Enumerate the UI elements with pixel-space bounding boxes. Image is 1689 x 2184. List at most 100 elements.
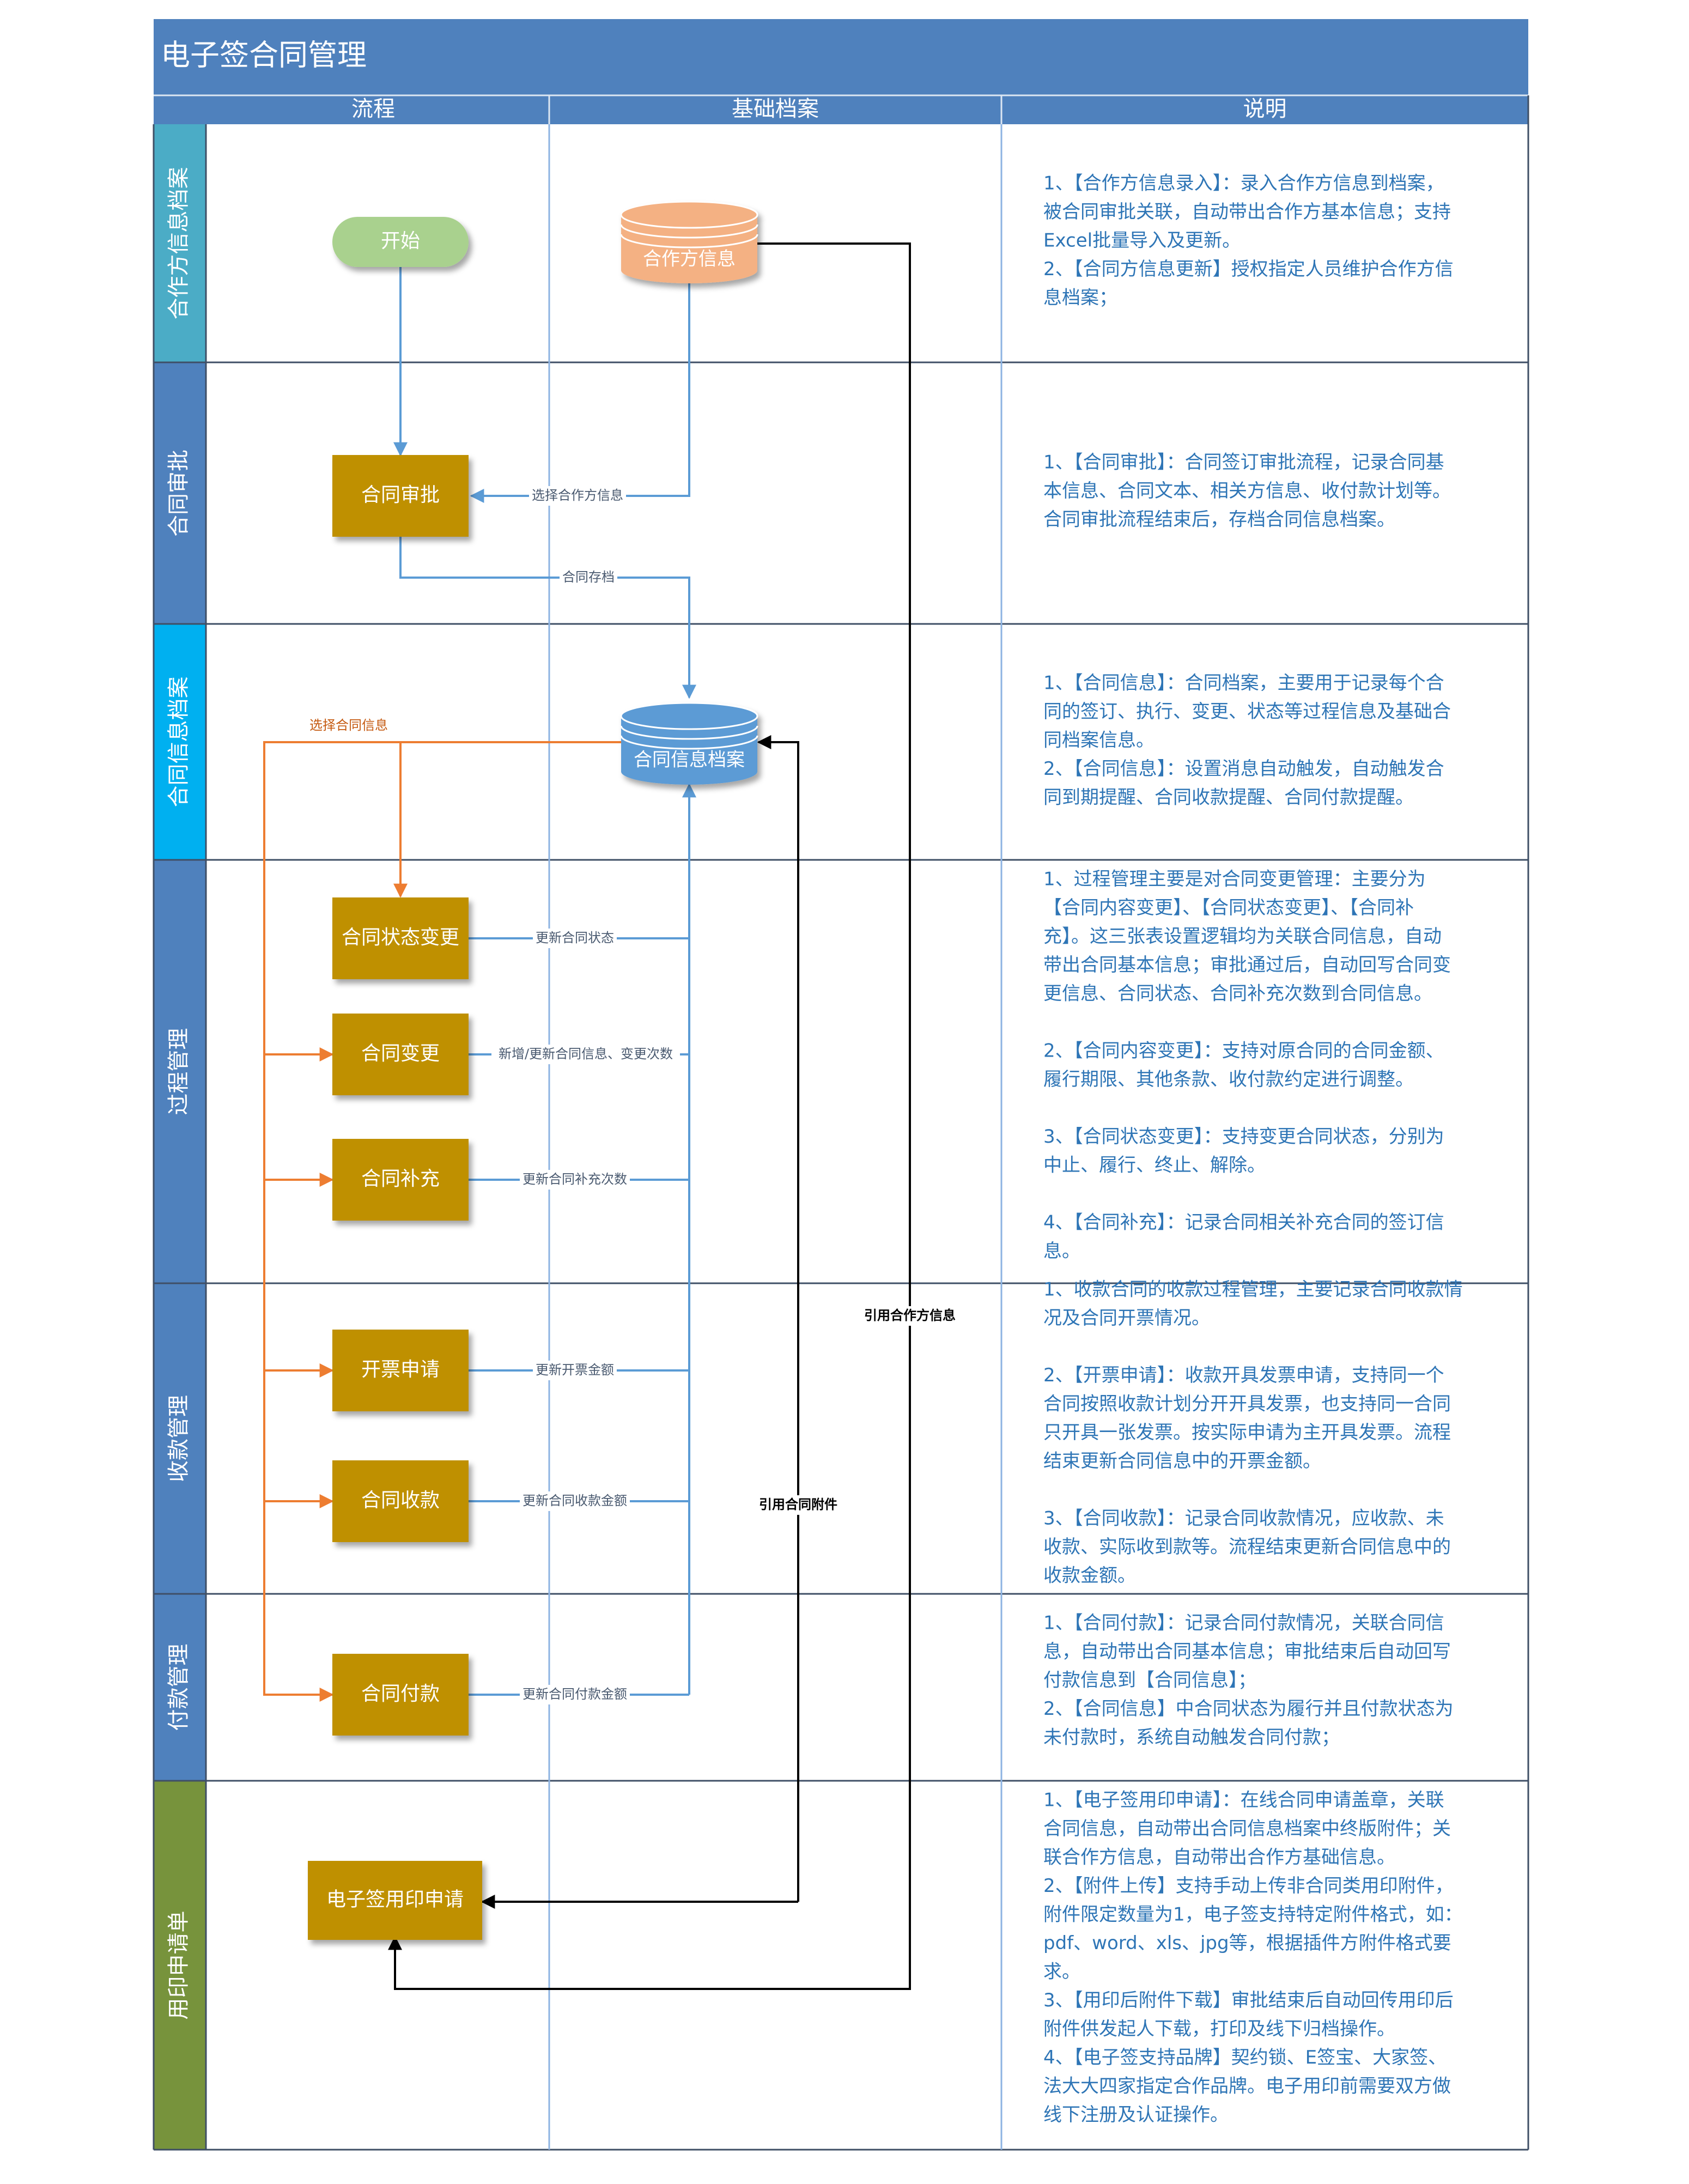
partner-to-approval-arrow [470, 275, 690, 503]
note-line: 联合作方信息，自动带出合作方基础信息。 [1043, 1847, 1395, 1868]
lane-label-box [154, 124, 206, 362]
note-line: 只开具一张发票。按实际申请为主开具发票。流程 [1043, 1422, 1451, 1443]
lane-label-box [154, 362, 206, 624]
connector-label-bg [861, 1306, 958, 1326]
lane-label: 合作方信息档案 [166, 167, 191, 320]
note-line: 履行期限、其他条款、收付款约定进行调整。 [1043, 1069, 1414, 1090]
column-header-bar [154, 95, 1528, 124]
lane-label-box [154, 624, 206, 860]
note-line: 息，自动带出合同基本信息；审批结束后自动回写 [1043, 1641, 1451, 1663]
note-line: 3、【合同收款】：记录合同收款情况，应收款、未 [1043, 1508, 1444, 1530]
connector-label: 更新开票金额 [536, 1362, 614, 1378]
seal-request-task [308, 1861, 482, 1940]
contract-archive-database-shape [620, 735, 758, 750]
note-line: 合同信息，自动带出合同信息档案中终版附件；关 [1043, 1818, 1451, 1840]
contract-payment-task [332, 1654, 469, 1736]
note-line: 合同按照收款计划分开开具发票，也支持同一合同 [1043, 1393, 1451, 1415]
lane-label: 收款管理 [166, 1395, 191, 1482]
ref-attachment-arrow-up [757, 735, 799, 1902]
connector-label: 合同存档 [562, 569, 615, 585]
connector-label-bg [520, 1170, 630, 1190]
invoice-request-task-label: 开票申请 [361, 1358, 440, 1381]
partner-info-database-shape [620, 201, 758, 229]
lane-label-box [154, 1781, 206, 2150]
diagram-title: 电子签合同管理 [161, 38, 367, 72]
partner-info-database-shape [621, 215, 757, 283]
note-line: 收款、实际收到款等。流程结束更新合同信息中的 [1043, 1536, 1451, 1558]
note-line: 2、【合同内容变更】：支持对原合同的合同金额、 [1043, 1040, 1444, 1062]
lane-label: 过程管理 [166, 1028, 191, 1115]
partner-info-database-label: 合作方信息 [643, 248, 736, 270]
start-node [332, 217, 469, 267]
connector-label-bg [560, 568, 617, 587]
contract-receipt-task-label: 合同收款 [361, 1489, 440, 1512]
note-line: 充】。这三张表设置逻辑均为关联合同信息，自动 [1043, 926, 1442, 948]
connector-label: 选择合同信息 [309, 718, 388, 733]
connector-label-bg [520, 1685, 630, 1704]
note-line: 1、【合同付款】：记录合同付款情况，关联合同信 [1043, 1612, 1444, 1634]
lane-label-box [154, 860, 206, 1283]
note-line: 被合同审批关联，自动带出合作方基本信息；支持 [1043, 201, 1451, 223]
note-line: 求。 [1043, 1961, 1080, 1983]
connector-label-bg [491, 1045, 680, 1064]
seal-request-task-label: 电子签用印申请 [326, 1889, 464, 1911]
contract-archive-database [620, 702, 758, 785]
contract-archive-database-shape [620, 725, 758, 740]
note-line: 本信息、合同文本、相关方信息、收付款计划等。 [1043, 480, 1451, 502]
note-line: pdf、word、xls、jpg等，根据插件方附件格式要 [1043, 1932, 1451, 1954]
lane-label: 用印申请单 [166, 1911, 191, 2020]
partner-info-database-shape [620, 224, 758, 239]
note-line: 3、【合同状态变更】：支持变更合同状态，分别为 [1043, 1126, 1444, 1148]
note-line: 付款信息到【合同信息】； [1043, 1670, 1256, 1691]
contract-change-task-label: 合同变更 [361, 1042, 440, 1065]
connector-label-bg [520, 1491, 630, 1511]
connector-label-bg [756, 1495, 840, 1515]
note-line: 2、【合同信息】中合同状态为履行并且付款状态为 [1043, 1698, 1454, 1720]
lane-label: 付款管理 [166, 1644, 191, 1731]
column-header: 流程 [351, 96, 395, 122]
contract-archive-database-shape [621, 716, 757, 785]
contract-supplement-task-label: 合同补充 [361, 1168, 440, 1190]
connector-label-bg [533, 929, 617, 948]
note-line: 1、【电子签用印申请】：在线合同申请盖章，关联 [1043, 1789, 1444, 1811]
column-header: 说明 [1243, 96, 1287, 122]
note-line: 未付款时，系统自动触发合同付款； [1043, 1727, 1340, 1749]
contract-supplement-task [332, 1139, 469, 1221]
status-change-task [332, 897, 469, 979]
note-line: 同档案信息。 [1043, 730, 1155, 751]
start-node-label: 开始 [381, 230, 420, 252]
contract-payment-task-label: 合同付款 [361, 1683, 440, 1705]
note-line: 1、【合同信息】：合同档案，主要用于记录每个合 [1043, 672, 1444, 694]
note-line: 3、【用印后附件下载】审批结束后自动回传用印后 [1043, 1989, 1454, 2011]
note-line: 【合同内容变更】、【合同状态变更】、【合同补 [1043, 897, 1414, 919]
contract-archive-database-label: 合同信息档案 [634, 749, 745, 771]
note-line: 1、收款合同的收款过程管理，主要记录合同收款情 [1043, 1279, 1463, 1301]
contract-archive-database-shape [620, 702, 758, 730]
note-line: 结束更新合同信息中的开票金额。 [1043, 1451, 1321, 1472]
note-line: 法大大四家指定合作品牌。电子用印前需要双方做 [1043, 2076, 1451, 2097]
note-line: 附件供发起人下载，打印及线下归档操作。 [1043, 2018, 1395, 2040]
note-line: Excel批量导入及更新。 [1043, 230, 1241, 252]
connector-label: 更新合同补充次数 [523, 1172, 627, 1187]
connector-label: 引用合同附件 [759, 1497, 837, 1512]
contract-approval-task-label: 合同审批 [361, 484, 440, 506]
note-line: 合同审批流程结束后，存档合同信息档案。 [1043, 509, 1395, 531]
note-line: 2、【合同方信息更新】授权指定人员维护合作方信 [1043, 258, 1454, 280]
note-line: 况及合同开票情况。 [1043, 1307, 1210, 1329]
note-line: 带出合同基本信息；审批通过后，自动回写合同变 [1043, 954, 1451, 976]
partner-info-database [620, 201, 758, 283]
partner-info-database-shape [620, 234, 758, 248]
note-line: 息档案； [1043, 287, 1117, 309]
note-line: 息。 [1043, 1240, 1080, 1262]
note-line: 同的签订、执行、变更、状态等过程信息及基础合 [1043, 701, 1451, 723]
connector-label: 新增/更新合同信息、变更次数 [499, 1046, 673, 1061]
lane-label-box [154, 1594, 206, 1781]
connector-label: 引用合作方信息 [864, 1308, 956, 1323]
note-line: 附件限定数量为1，电子签支持特定附件格式，如： [1043, 1904, 1463, 1926]
contract-change-task [332, 1014, 469, 1095]
connector-label-bg [533, 1361, 617, 1380]
connector-label: 更新合同状态 [536, 930, 614, 945]
note-line: 中止、履行、终止、解除。 [1043, 1155, 1266, 1176]
